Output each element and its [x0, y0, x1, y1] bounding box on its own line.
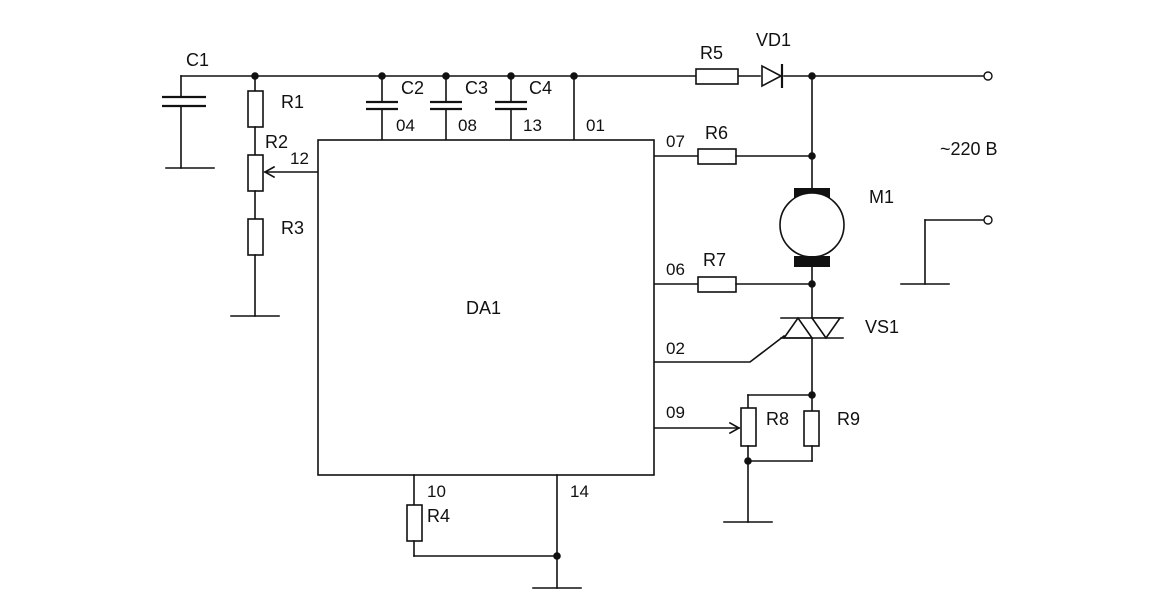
pin-10: 10 — [427, 482, 446, 501]
r8-label: R8 — [766, 409, 789, 429]
r2-label: R2 — [265, 132, 288, 152]
motor-m1: M1 — [779, 187, 894, 267]
pin-02: 02 — [666, 339, 685, 358]
capacitor-c3: C3 — [430, 75, 488, 141]
resistor-r7: R7 — [654, 250, 813, 293]
r9-label: R9 — [837, 409, 860, 429]
r3-label: R3 — [281, 218, 304, 238]
r1-label: R1 — [281, 92, 304, 112]
c4-label: C4 — [529, 78, 552, 98]
resistor-r8 — [740, 407, 757, 447]
supply-terminals: ~220 В — [900, 71, 998, 285]
pin-12: 12 — [290, 149, 309, 168]
resistor-r2 — [247, 154, 264, 192]
ic-da1: DA1 — [317, 139, 655, 476]
pin-09: 09 — [666, 403, 685, 422]
junction-dots — [251, 72, 816, 560]
capacitor-c4: C4 — [495, 75, 552, 141]
pin-04: 04 — [396, 116, 415, 135]
capacitor-c1: C1 — [162, 50, 215, 169]
c2-label: C2 — [401, 78, 424, 98]
vd1-label: VD1 — [756, 30, 791, 50]
pin-08: 08 — [458, 116, 477, 135]
pin-01: 01 — [586, 116, 605, 135]
da1-label: DA1 — [466, 298, 501, 318]
resistor-r1 — [247, 90, 264, 128]
resistor-r5: R5 — [695, 43, 739, 85]
pin-13: 13 — [523, 116, 542, 135]
bottom-network: R4 — [406, 474, 582, 589]
supply-label: ~220 В — [940, 139, 998, 159]
pin-07: 07 — [666, 132, 685, 151]
resistor-r4 — [406, 504, 423, 542]
c3-label: C3 — [465, 78, 488, 98]
pin-14: 14 — [570, 482, 589, 501]
divider-r1-r2-r3: R1 R2 R3 — [230, 75, 319, 317]
pin-06: 06 — [666, 260, 685, 279]
terminal-top — [983, 71, 993, 81]
m1-label: M1 — [869, 187, 894, 207]
terminal-bottom — [983, 215, 993, 225]
power-branch: M1 VS1 — [654, 75, 899, 412]
resistor-r3 — [247, 218, 264, 256]
resistor-r9 — [803, 410, 820, 447]
r4-label: R4 — [427, 506, 450, 526]
diode-vd1: VD1 — [756, 30, 791, 88]
vs1-label: VS1 — [865, 317, 899, 337]
r5-label: R5 — [700, 43, 723, 63]
current-sense-r8-r9: R8 R9 — [654, 394, 860, 523]
resistor-r6: R6 — [654, 123, 813, 165]
pin-numbers: 12 04 08 13 01 07 06 02 09 10 14 — [290, 116, 685, 501]
c1-label: C1 — [186, 50, 209, 70]
r7-label: R7 — [703, 250, 726, 270]
r6-label: R6 — [705, 123, 728, 143]
capacitor-c2: C2 — [366, 75, 424, 141]
triac-vs1: VS1 — [654, 316, 899, 363]
